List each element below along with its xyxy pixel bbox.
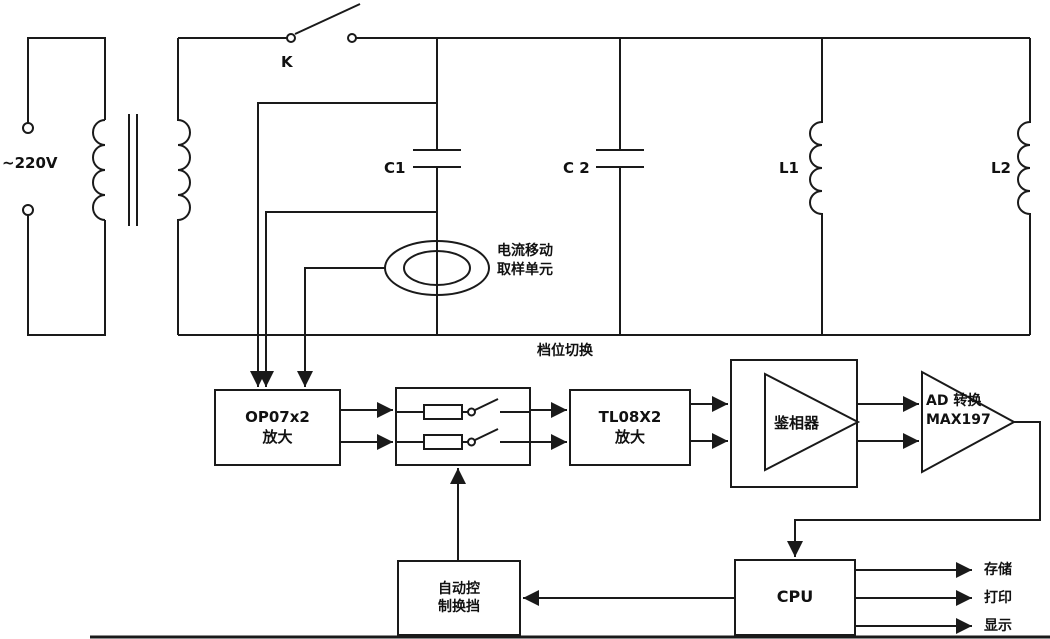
- output-storage-label: 存储: [984, 562, 1012, 578]
- tl08-label: TL08X2 放大: [570, 390, 690, 465]
- c1-label: C1: [384, 159, 406, 177]
- auto-control-label-line2: 制换挡: [438, 599, 480, 615]
- transformer-secondary-coil: [177, 38, 191, 335]
- auto-control-label: 自动控 制换挡: [398, 561, 520, 635]
- switch-contact-right: [347, 33, 357, 43]
- ad-converter-label-line2: MAX197: [926, 411, 991, 428]
- ad-converter-triangle: [921, 370, 1017, 474]
- range-row1-contact: [467, 407, 476, 417]
- tl08-label-line1: TL08X2: [598, 408, 662, 426]
- range-row2-resistor: [423, 434, 463, 450]
- c2-plates: [596, 149, 644, 168]
- current-sample-line: [297, 267, 385, 387]
- op07-label-line1: OP07x2: [245, 408, 310, 426]
- l2-coil: [1017, 38, 1031, 335]
- auto-control-label-line1: 自动控: [438, 580, 480, 597]
- phase-detector-label: 鉴相器: [774, 414, 820, 432]
- range-row1-lever: [474, 398, 499, 411]
- switch-label: K: [281, 53, 293, 71]
- current-sampler-label-line1: 电流移动: [497, 243, 553, 259]
- output-display-label: 显示: [984, 618, 1012, 634]
- c2-label: C 2: [563, 159, 590, 177]
- op07-label-line2: 放大: [262, 427, 293, 446]
- range-row1-resistor: [423, 404, 463, 420]
- l2-label: L2: [991, 159, 1011, 177]
- range-row2-lever: [474, 428, 499, 441]
- source-terminal-bottom: [22, 204, 34, 216]
- cpu-label: CPU: [776, 587, 814, 607]
- ad-converter-label-line1: AD 转换: [926, 393, 982, 409]
- source-wire-bottom: [27, 215, 106, 336]
- phase-detector-triangle: [764, 372, 861, 472]
- switch-lever: [294, 3, 361, 35]
- output-print-label: 打印: [984, 590, 1012, 606]
- range-switch-box: [395, 387, 531, 466]
- current-sampler-inner-ring: [403, 250, 471, 286]
- cpu-box: [734, 559, 856, 636]
- op07-label: OP07x2 放大: [215, 390, 340, 465]
- current-sampler-label-line2: 取样单元: [497, 261, 553, 278]
- tl08-box: [569, 389, 691, 466]
- range-row2-contact: [467, 437, 476, 447]
- gear-switch-label: 档位切换: [537, 343, 593, 359]
- transformer-core: [128, 114, 138, 226]
- l1-coil: [809, 38, 823, 335]
- source-terminal-top: [22, 122, 34, 134]
- source-wire-top: [27, 37, 106, 123]
- current-sampler-label: 电流移动 取样单元: [497, 242, 553, 280]
- wire-ad-to-cpu: [787, 421, 1041, 557]
- voltage-tap-lower: [258, 211, 437, 387]
- transformer-primary-coil: [92, 119, 106, 221]
- l1-label: L1: [779, 159, 799, 177]
- op07-box: [214, 389, 341, 466]
- source-voltage-label: ~220V: [2, 154, 58, 172]
- tl08-label-line2: 放大: [614, 427, 645, 446]
- switch-contact-left: [286, 33, 296, 43]
- voltage-tap-upper: [250, 102, 437, 387]
- c1-plates: [413, 149, 461, 168]
- auto-control-box: [397, 560, 521, 636]
- ad-converter-label: AD 转换 MAX197: [926, 392, 991, 430]
